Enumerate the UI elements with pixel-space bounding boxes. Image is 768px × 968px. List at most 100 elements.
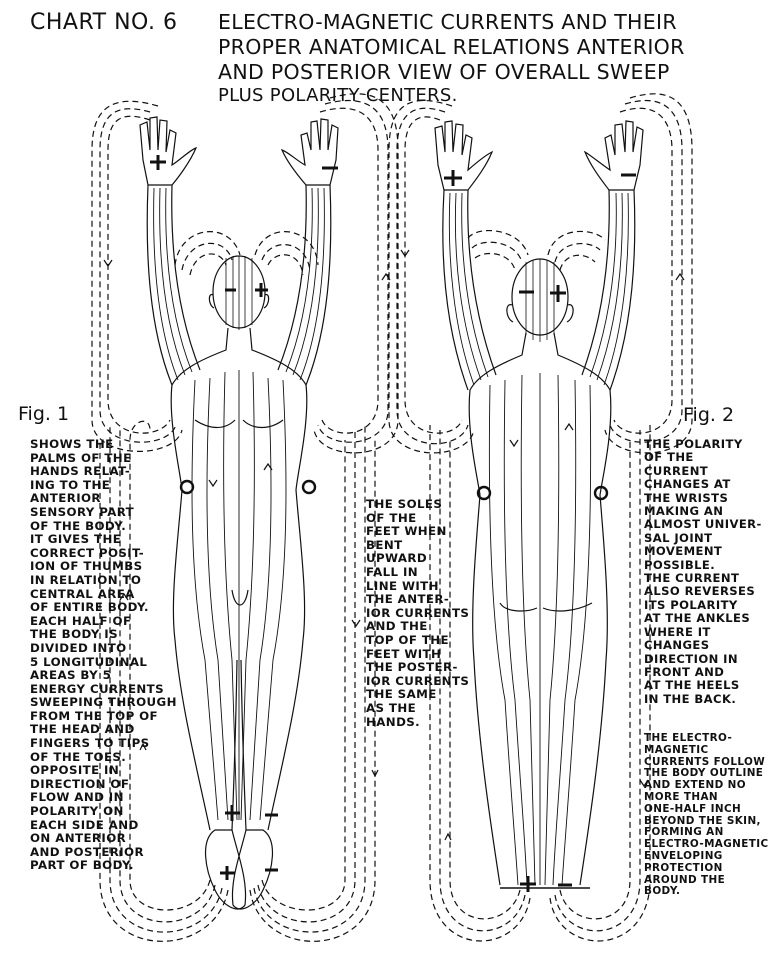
figure-2-posterior xyxy=(388,93,693,942)
caption-line: OF ENTIRE BODY. xyxy=(30,600,149,615)
caption-line: THE CURRENT xyxy=(644,571,740,586)
left-hand-fig2 xyxy=(583,120,644,191)
head-field-arcs-fig1 xyxy=(174,231,319,276)
caption-line: AREAS BY 5 xyxy=(30,668,112,683)
caption-line: THE SAME xyxy=(366,687,437,702)
caption-line: AND POSTERIOR xyxy=(30,844,144,859)
caption-line: THE HEAD AND xyxy=(30,722,135,737)
caption-line: IT GIVES THE xyxy=(30,532,122,547)
caption-line: FORMING AN xyxy=(644,826,724,839)
caption-line: UPWARD xyxy=(366,551,428,566)
caption-line: THE BODY IS xyxy=(30,627,118,642)
caption-line: CURRENT xyxy=(644,463,709,478)
caption-line: CHANGES AT xyxy=(644,477,731,492)
field-lines-right-fig2 xyxy=(549,93,693,942)
caption-line: DIRECTION OF xyxy=(30,776,130,791)
polarity-marks-fig2 xyxy=(444,170,636,892)
title-line-3: AND POSTERIOR VIEW OF OVERALL SWEEP xyxy=(218,60,670,84)
figure-2-label: Fig. 2 xyxy=(683,404,735,426)
caption-line: FROM THE TOP OF xyxy=(30,708,159,723)
field-lines-left-fig2 xyxy=(388,100,531,942)
caption-line: AROUND THE xyxy=(644,873,726,886)
caption-line: THE ELECTRO- xyxy=(644,732,733,744)
right-hand-fig2 xyxy=(434,120,494,191)
caption-line: AT THE HEELS xyxy=(644,678,740,693)
caption-middle-feet: THE SOLES OF THE FEET WHEN BENT UPWARD F… xyxy=(366,497,470,729)
caption-line: ALSO REVERSES xyxy=(644,584,756,599)
caption-line: FEET WHEN xyxy=(366,524,447,539)
current-direction-arrows xyxy=(103,249,685,841)
caption-line: OF THE BODY. xyxy=(30,518,127,533)
caption-line: PART OF BODY. xyxy=(30,858,134,873)
caption-line: ION OF THUMBS xyxy=(30,559,143,574)
caption-line: ANTERIOR xyxy=(30,491,101,506)
polarity-circle-right-fig1 xyxy=(301,479,317,495)
polarity-marks-fig1 xyxy=(150,155,338,880)
caption-line: MOVEMENT xyxy=(644,544,723,559)
caption-line: PROTECTION xyxy=(644,861,723,874)
caption-line: DIVIDED INTO xyxy=(30,640,127,655)
caption-line: CENTRAL AREA xyxy=(30,586,135,601)
caption-line: ON ANTERIOR xyxy=(30,831,127,846)
caption-line: SENSORY PART xyxy=(30,504,135,519)
figure-1-label: Fig. 1 xyxy=(18,403,70,425)
caption-line: SHOWS THE xyxy=(30,437,114,451)
caption-line: MAGNETIC xyxy=(644,743,709,756)
caption-line: AND EXTEND NO xyxy=(644,779,746,792)
caption-line: AS THE xyxy=(366,700,417,715)
caption-right-polarity: THE POLARITY OF THE CURRENT CHANGES AT T… xyxy=(644,437,762,706)
left-hand-fig1 xyxy=(280,118,339,186)
polarity-circle-right-fig2 xyxy=(593,485,609,501)
caption-line: EACH SIDE AND xyxy=(30,817,139,832)
caption-line: 5 LONGITUDINAL xyxy=(30,654,148,669)
field-lines-left-fig1 xyxy=(91,100,229,942)
caption-line: IN RELATION TO xyxy=(30,572,142,587)
caption-line: OF THE TOES. xyxy=(30,749,127,764)
head-field-arcs-fig2 xyxy=(467,229,606,271)
polarity-circle-left-fig2 xyxy=(476,485,492,501)
caption-line: HANDS. xyxy=(366,714,421,729)
field-lines-right-fig1 xyxy=(249,93,399,942)
caption-line: LINE WITH xyxy=(366,578,439,593)
title-line-2: PROPER ANATOMICAL RELATIONS ANTERIOR xyxy=(218,35,685,59)
caption-line: ENVELOPING xyxy=(644,849,723,862)
chart-title: ELECTRO-MAGNETIC CURRENTS AND THEIR PROP… xyxy=(218,10,758,107)
caption-line: OF THE xyxy=(366,510,417,525)
caption-line: AND THE xyxy=(366,619,428,634)
caption-line: POLARITY ON xyxy=(30,804,124,819)
caption-line: THE WRISTS xyxy=(644,490,729,505)
caption-line: MAKING AN xyxy=(644,504,724,519)
chart-number: CHART NO. 6 xyxy=(30,10,178,35)
caption-line: FEET WITH xyxy=(366,646,442,661)
polarity-circle-left-fig1 xyxy=(179,479,195,495)
caption-line: BENT xyxy=(366,537,403,552)
right-hand-fig1 xyxy=(139,116,198,186)
caption-line: THE SOLES xyxy=(366,497,443,511)
left-foot-fig1 xyxy=(231,829,274,910)
caption-line: ENERGY CURRENTS xyxy=(30,681,165,696)
caption-left-fig1: SHOWS THE PALMS OF THE HANDS RELAT- ING … xyxy=(30,437,177,873)
caption-line: WHERE IT xyxy=(644,624,711,639)
caption-line: SWEEPING THROUGH xyxy=(30,695,177,710)
caption-line: PALMS OF THE xyxy=(30,450,132,465)
caption-line: THE POLARITY xyxy=(644,437,743,451)
figure-1-anterior xyxy=(91,93,399,942)
caption-line: POSSIBLE. xyxy=(644,557,715,572)
caption-right-envelope: THE ELECTRO- MAGNETIC CURRENTS FOLLOW TH… xyxy=(644,732,768,898)
caption-line: MORE THAN xyxy=(644,790,719,803)
caption-line: ONE-HALF INCH xyxy=(644,802,742,815)
caption-line: SAL JOINT xyxy=(644,530,713,545)
caption-line: ELECTRO-MAGNETIC xyxy=(644,838,768,851)
caption-line: BODY. xyxy=(644,885,681,898)
caption-line: HANDS RELAT- xyxy=(30,464,131,479)
caption-line: IOR CURRENTS xyxy=(366,673,470,688)
caption-line: OF THE xyxy=(644,450,694,465)
caption-line: EACH HALF OF xyxy=(30,613,132,628)
title-line-1: ELECTRO-MAGNETIC CURRENTS AND THEIR xyxy=(218,10,677,34)
caption-line: IOR CURRENTS xyxy=(366,605,470,620)
caption-line: ING TO THE xyxy=(30,477,111,492)
title-line-4: PLUS POLARITY CENTERS. xyxy=(218,85,458,106)
caption-line: THE ANTER- xyxy=(366,592,450,607)
caption-line: CURRENTS FOLLOW xyxy=(644,755,766,768)
